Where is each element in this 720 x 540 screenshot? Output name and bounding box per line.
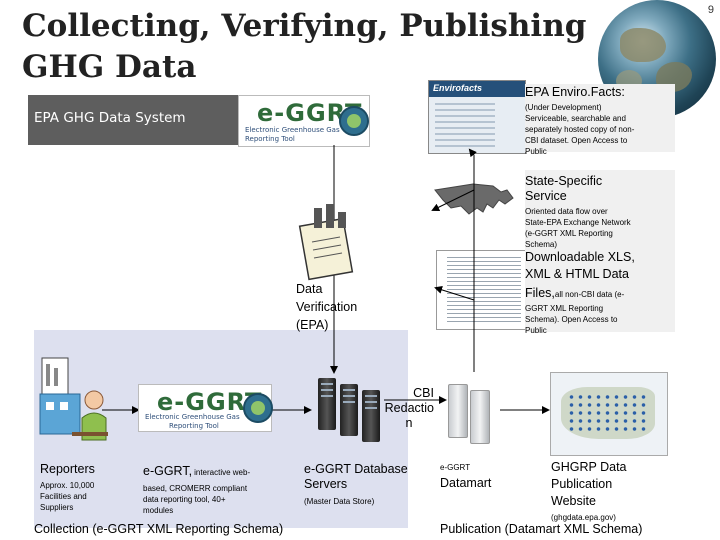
egggrt-logo-lower-tagline-2: Reporting Tool (169, 422, 219, 430)
db-servers-heading-2: Servers (304, 477, 348, 491)
state-service-desc-1: Oriented data flow over (525, 207, 608, 216)
downloadable-panel: Downloadable XLS, XML & HTML Data Files,… (525, 250, 675, 335)
envirofacts-desc-1: (Under Development) (525, 103, 602, 112)
envirofacts-heading: EPA Enviro.Facts: (525, 85, 625, 99)
seal-icon-lower (243, 393, 273, 423)
downloadable-heading-2: XML & HTML Data (525, 267, 629, 281)
egggrt-app-heading: e-GGRT, (143, 464, 193, 478)
reporters-heading: Reporters (40, 462, 95, 476)
collection-caption: Collection (e-GGRT XML Reporting Schema) (34, 522, 284, 536)
state-service-desc-3: (e-GGRT XML Reporting (525, 229, 613, 238)
datamart-small: e-GGRT (440, 463, 471, 472)
datamart-block: e-GGRT Datamart (440, 462, 491, 491)
envirofacts-thumbnail: Envirofacts (428, 80, 526, 154)
reporters-desc-1: Approx. 10,000 (40, 481, 95, 490)
ghgrp-site-block: GHGRP Data Publication Website (ghgdata.… (551, 460, 627, 523)
datamart-server-icon-1 (448, 384, 468, 438)
arrow-to-datafiles (434, 285, 475, 301)
egggrt-app-block: e-GGRT,interactive web- based, CROMERR c… (143, 462, 250, 516)
database-server-icon-2 (340, 384, 358, 436)
reporters-block: Reporters Approx. 10,000 Facilities and … (40, 462, 95, 513)
ghgrp-desc: (ghgdata.epa.gov) (551, 513, 616, 522)
egggrt-logo-tagline-2: Reporting Tool (245, 135, 295, 143)
egggrt-logo-lower: e-GGRT Electronic Greenhouse Gas Reporti… (138, 384, 273, 432)
envirofacts-panel: EPA Enviro.Facts: (Under Development) Se… (525, 84, 675, 156)
egggrt-app-desc-3: modules (143, 506, 174, 515)
state-service-heading-1: State-Specific (525, 174, 603, 188)
envirofacts-desc-5: Public (525, 147, 547, 156)
egggrt-app-desc-1: based, CROMERR compliant (143, 484, 248, 493)
datamart-heading: Datamart (440, 476, 492, 490)
state-service-desc-4: Schema) (525, 240, 558, 249)
slide-title-line1: Collecting, Verifying, Publishing (22, 8, 587, 44)
data-file-thumbnail (436, 250, 528, 330)
db-servers-desc: (Master Data Store) (304, 497, 375, 506)
website-map-thumbnail (550, 372, 668, 456)
downloadable-heading-small: all non-CBI data (e- (554, 290, 625, 299)
seal-icon (339, 106, 369, 136)
ghg-data-system-bar: EPA GHG Data System (28, 95, 268, 145)
verification-icon (298, 204, 354, 281)
ghgrp-heading-1: GHGRP Data (551, 460, 627, 474)
database-server-icon-1 (318, 378, 336, 430)
envirofacts-desc-3: separately hosted copy of non- (525, 125, 635, 134)
reporter-icon (39, 357, 108, 441)
page-number: 9 (707, 4, 714, 16)
verification-label: Data Verification (EPA) (296, 282, 357, 333)
arrow-to-state (431, 189, 475, 211)
slide-title-line2: GHG Data (22, 49, 197, 85)
verification-line-3: (EPA) (296, 318, 329, 332)
cbi-line-2: Redactio (384, 401, 434, 415)
egggrt-app-desc-2: data reporting tool, 40+ (143, 495, 226, 504)
cbi-redaction-label: CBI Redactio n (384, 386, 434, 431)
downloadable-desc-2: Schema). Open Access to (525, 315, 618, 324)
envirofacts-desc-2: Serviceable, searchable and (525, 114, 626, 123)
database-server-icon-3 (362, 390, 380, 442)
cbi-line-3: n (405, 416, 413, 430)
publication-caption: Publication (Datamart XML Schema) (440, 522, 643, 536)
ghg-data-system-label: EPA GHG Data System (34, 110, 186, 126)
reporters-desc-2: Facilities and (40, 492, 87, 501)
ghgrp-heading-2: Publication (551, 477, 613, 491)
ghgrp-heading-3: Website (551, 494, 596, 508)
db-servers-block: e-GGRT Database Servers (Master Data Sto… (304, 462, 408, 507)
egggrt-logo-top: e-GGRT Electronic Greenhouse Gas Reporti… (238, 95, 370, 147)
downloadable-desc-1: GGRT XML Reporting (525, 304, 604, 313)
reporters-desc-3: Suppliers (40, 503, 74, 512)
arrow-to-envirofacts (468, 148, 477, 158)
db-servers-heading-1: e-GGRT Database (304, 462, 408, 476)
verification-line-1: Data (296, 282, 323, 296)
state-service-panel: State-Specific Service Oriented data flo… (525, 170, 675, 250)
slide-title: Collecting, Verifying, Publishing GHG Da… (22, 6, 586, 88)
state-service-heading-2: Service (525, 189, 567, 203)
egggrt-logo-lower-tagline-1: Electronic Greenhouse Gas (145, 413, 240, 421)
verification-line-2: Verification (296, 300, 358, 314)
downloadable-desc-3: Public (525, 326, 547, 335)
envirofacts-desc-4: CBI dataset. Open Access to (525, 136, 628, 145)
downloadable-heading-1: Downloadable XLS, (525, 250, 635, 264)
cbi-line-1: CBI (413, 386, 434, 400)
state-service-desc-2: State-EPA Exchange Network (525, 218, 631, 227)
egggrt-logo-tagline-1: Electronic Greenhouse Gas (245, 126, 340, 134)
egggrt-app-heading-small: interactive web- (194, 468, 251, 477)
envirofacts-thumb-title: Envirofacts (433, 83, 483, 93)
datamart-server-icon-2 (470, 390, 490, 444)
globe-icon (598, 0, 716, 118)
downloadable-heading-3: Files, (525, 286, 555, 300)
